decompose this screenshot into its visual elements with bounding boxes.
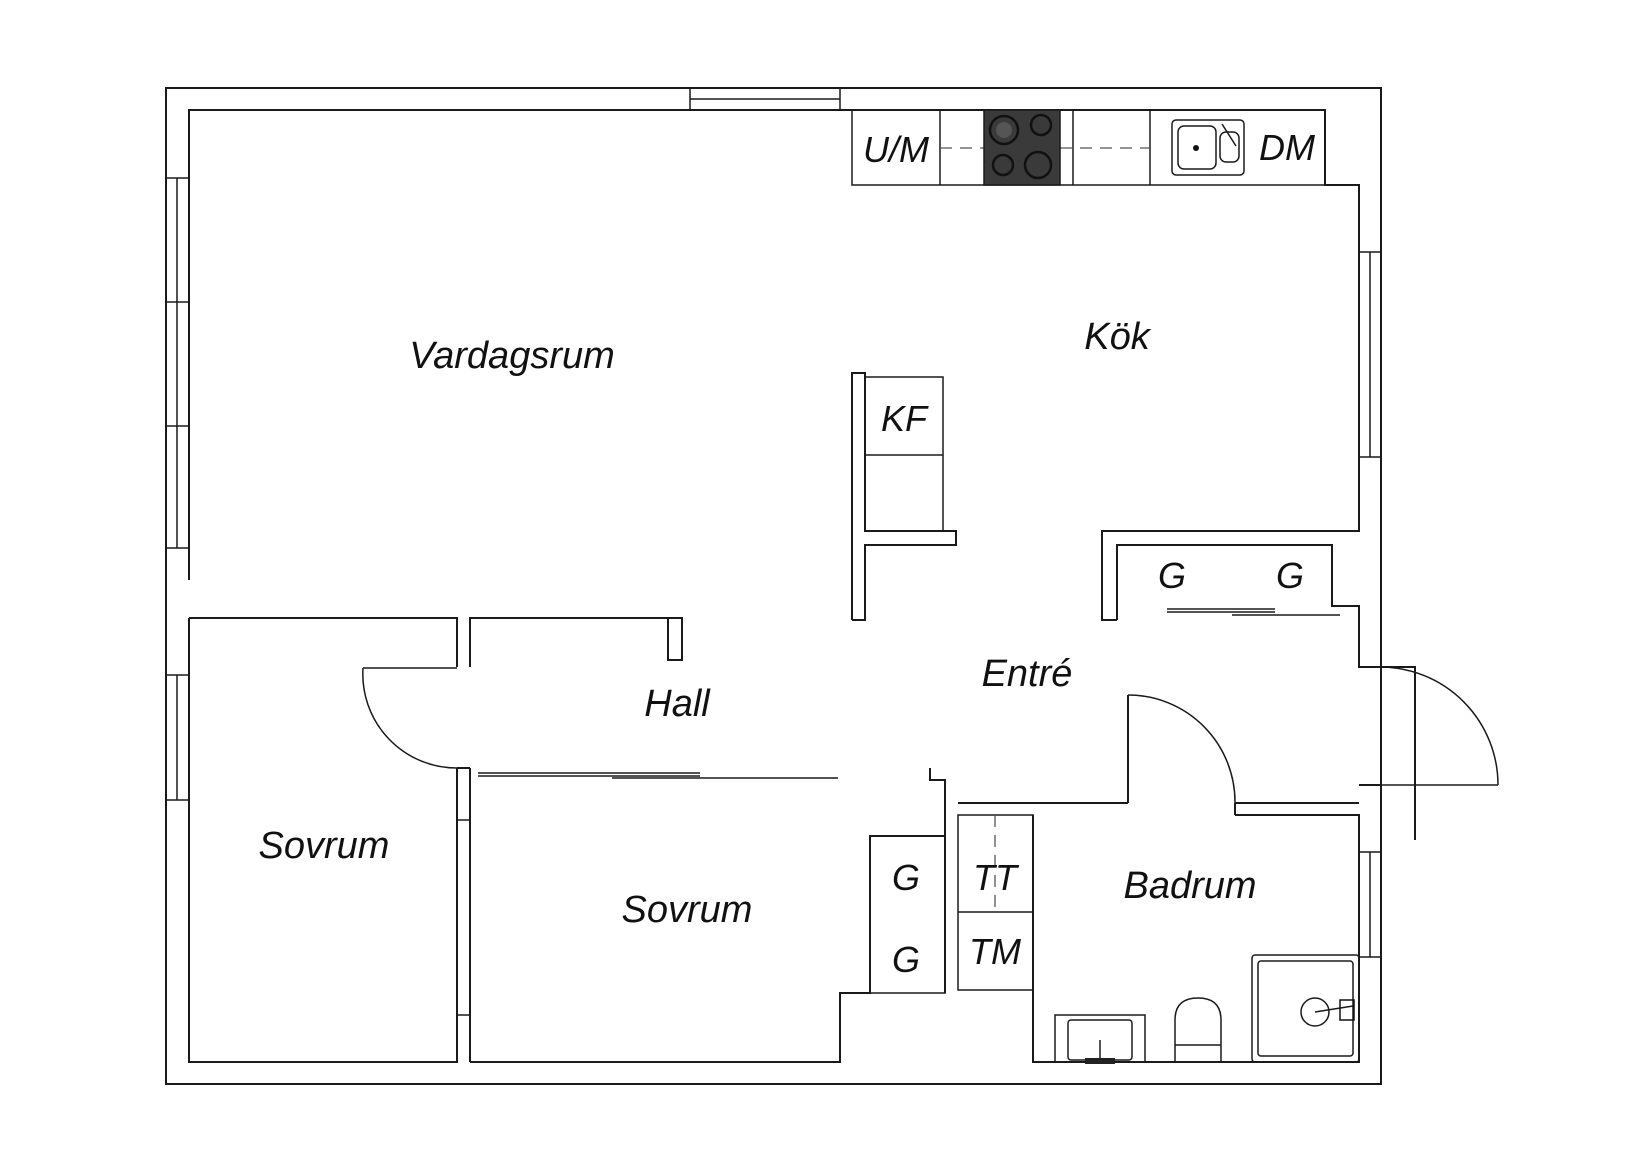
outer-walls xyxy=(165,87,1382,1085)
fixture-label-dishwasher: DM xyxy=(1259,127,1315,168)
fixture-label-wardrobe-hall-2: G xyxy=(892,939,920,980)
fixture-label-dryer: TT xyxy=(973,857,1020,898)
fixture-label-wardrobe-entry-2: G xyxy=(1276,555,1304,596)
room-label-entry: Entré xyxy=(982,653,1073,695)
room-label-living: Vardagsrum xyxy=(409,335,615,377)
hall-walls xyxy=(189,617,838,1062)
fixture-label-oven: U/M xyxy=(863,129,929,170)
room-label-bathroom: Badrum xyxy=(1123,865,1256,907)
cooktop-icon xyxy=(983,109,1061,186)
washbasin-icon xyxy=(1054,1014,1146,1064)
counter-top xyxy=(851,109,1326,186)
fixture-label-wardrobe-entry-1: G xyxy=(1158,555,1186,596)
inner-wall-main xyxy=(188,109,1360,621)
fixture-label-washer: TM xyxy=(969,931,1021,972)
fixture-label-wardrobe-hall-1: G xyxy=(892,857,920,898)
room-label-hall: Hall xyxy=(644,683,711,725)
entrance-door xyxy=(1359,666,1499,786)
shower-icon xyxy=(1251,954,1360,1063)
sink-icon xyxy=(1171,119,1245,176)
fridge-freezer xyxy=(851,372,957,621)
hall-wardrobes xyxy=(869,835,946,994)
entry-wardrobes xyxy=(1116,544,1416,840)
room-label-kitchen: Kök xyxy=(1084,316,1151,358)
outer-wall-outline xyxy=(165,87,1382,1085)
room-label-bedroom-2: Sovrum xyxy=(622,889,753,931)
room-label-bedroom-1: Sovrum xyxy=(259,825,390,867)
fixture-label-fridge-freezer: KF xyxy=(881,398,929,439)
toilet-icon xyxy=(1174,997,1222,1063)
bathroom xyxy=(1032,694,1360,1064)
kitchen-counter xyxy=(851,109,1326,186)
window-bedroom-inner xyxy=(456,819,471,1016)
